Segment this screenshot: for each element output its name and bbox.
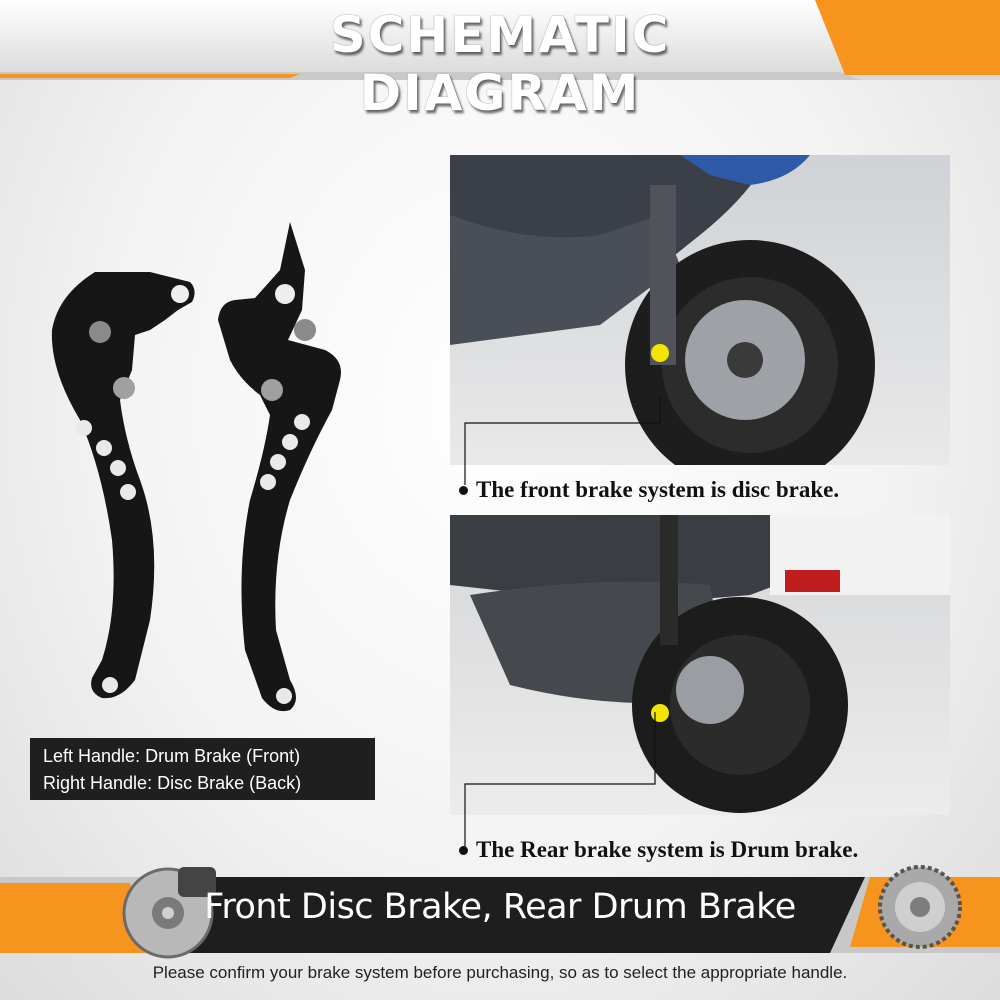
front-wheel-illustration — [450, 155, 950, 465]
left-lever-icon — [51, 272, 195, 699]
rear-brake-photo — [450, 515, 950, 815]
drum-brake-icon — [878, 865, 962, 949]
purchase-note: Please confirm your brake system before … — [152, 963, 848, 982]
brake-levers-illustration — [51, 222, 341, 712]
right-handle-caption: Right Handle: Disc Brake (Back) — [43, 773, 302, 793]
front-brake-photo — [450, 155, 950, 465]
front-callout-bullet — [459, 486, 468, 495]
front-brake-caption: The front brake system is disc brake. — [476, 477, 840, 502]
front-callout-line — [464, 395, 661, 485]
page-title: SCHEMATIC DIAGRAM — [329, 6, 671, 122]
header-background — [0, 0, 1000, 80]
rear-callout-line — [464, 712, 656, 850]
handle-caption-box: Left Handle: Drum Brake (Front) Right Ha… — [30, 738, 375, 800]
right-lever-icon — [218, 222, 341, 712]
left-handle-caption: Left Handle: Drum Brake (Front) — [43, 746, 301, 766]
rear-brake-caption: The Rear brake system is Drum brake. — [476, 837, 859, 862]
rear-callout-bullet — [459, 846, 468, 855]
brake-type-banner: Front Disc Brake, Rear Drum Brake — [0, 855, 1000, 965]
banner-background — [0, 865, 1000, 959]
disc-brake-icon — [122, 867, 216, 959]
header-banner: SCHEMATIC DIAGRAM — [0, 0, 1000, 122]
banner-title: Front Disc Brake, Rear Drum Brake — [204, 887, 796, 927]
rear-wheel-illustration — [450, 515, 950, 815]
